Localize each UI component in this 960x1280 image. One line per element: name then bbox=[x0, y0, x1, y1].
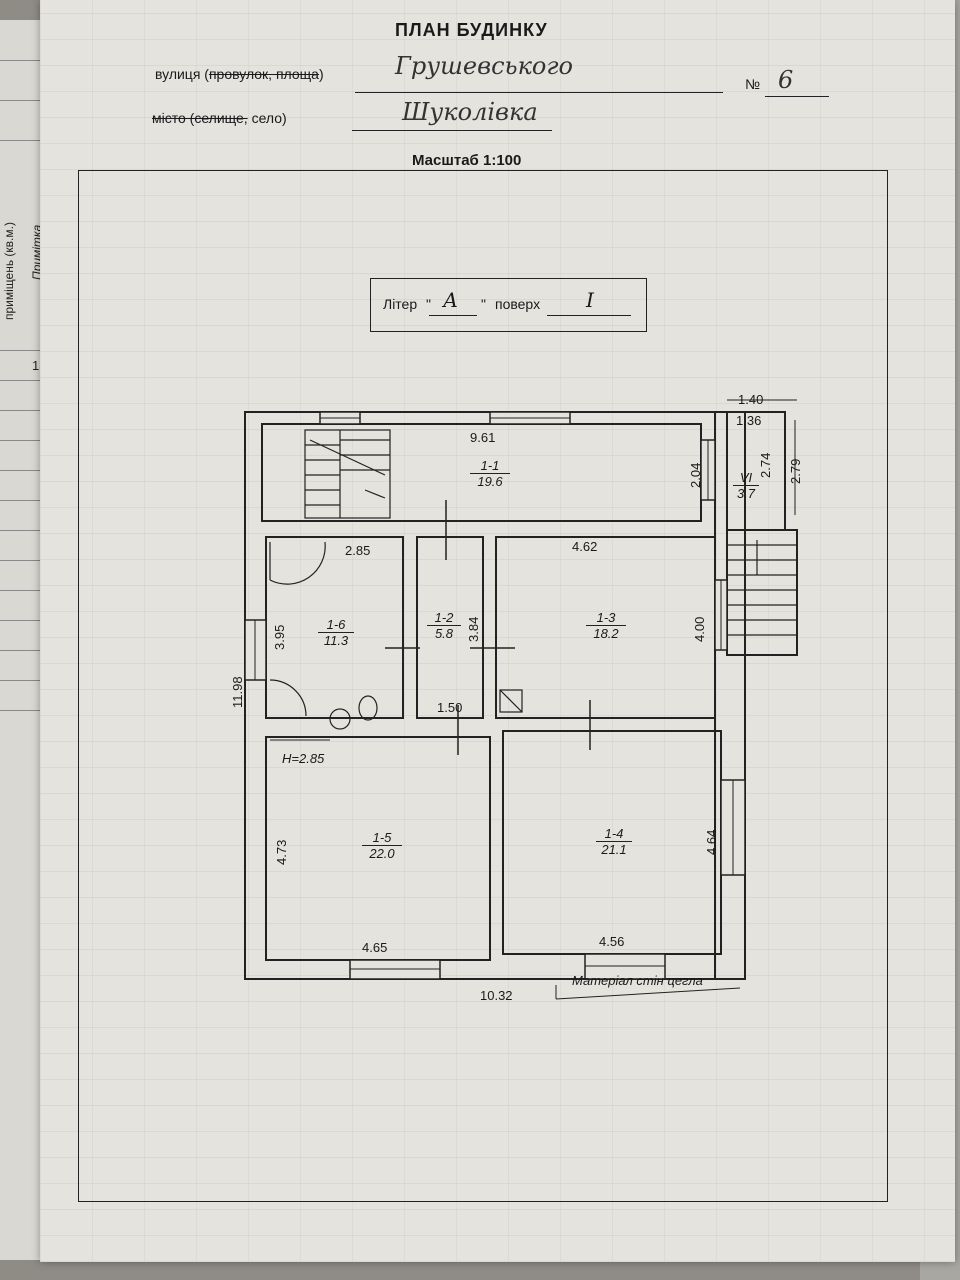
city-label: місто (селище, село) bbox=[152, 110, 287, 126]
liter-value: А bbox=[443, 288, 459, 312]
paper-sheet bbox=[40, 0, 955, 1262]
dim-2-74: 2.74 bbox=[758, 452, 773, 478]
room-1-2-outline bbox=[416, 536, 484, 719]
street-label: вулиця (провулок, площа) bbox=[155, 66, 324, 82]
dim-4-00: 4.00 bbox=[692, 616, 707, 642]
dim-3-95: 3.95 bbox=[272, 624, 287, 650]
liter-label: Літер bbox=[383, 296, 418, 312]
dim-1-40: 1.40 bbox=[738, 392, 764, 407]
dim-2-04: 2.04 bbox=[688, 462, 703, 488]
dim-2-85: 2.85 bbox=[345, 543, 371, 558]
plan-frame bbox=[78, 170, 888, 1202]
material-note: Матеріал стін цегла bbox=[572, 973, 703, 988]
dim-1-50: 1.50 bbox=[437, 700, 463, 715]
dim-11-98: 11.98 bbox=[230, 676, 245, 708]
dim-2-79: 2.79 bbox=[788, 458, 803, 484]
dim-10-32: 10.32 bbox=[480, 988, 513, 1003]
height-note: Н=2.85 bbox=[282, 751, 325, 766]
dim-4-62: 4.62 bbox=[572, 539, 598, 554]
liter-box: Літер " А " поверх I bbox=[370, 278, 647, 332]
street-underline bbox=[355, 92, 723, 93]
city-underline bbox=[352, 130, 552, 131]
dim-4-64: 4.64 bbox=[704, 829, 719, 855]
floor-value: I bbox=[586, 288, 594, 312]
scale-label: Масштаб 1:100 bbox=[412, 152, 522, 169]
dim-9-61: 9.61 bbox=[470, 430, 496, 445]
dim-4-73: 4.73 bbox=[274, 839, 289, 865]
dim-3-84: 3.84 bbox=[466, 616, 481, 642]
dim-1-36: 1.36 bbox=[736, 413, 762, 428]
dim-4-56: 4.56 bbox=[599, 934, 625, 949]
document-title: ПЛАН БУДИНКУ bbox=[395, 20, 548, 40]
city-value: Шуколівка bbox=[402, 98, 538, 126]
number-label: № bbox=[745, 76, 761, 92]
number-underline bbox=[765, 96, 829, 97]
house-number-value: 6 bbox=[778, 66, 794, 94]
street-value: Грушевського bbox=[395, 52, 573, 80]
dim-4-65: 4.65 bbox=[362, 940, 388, 955]
floor-label: поверх bbox=[495, 296, 541, 312]
